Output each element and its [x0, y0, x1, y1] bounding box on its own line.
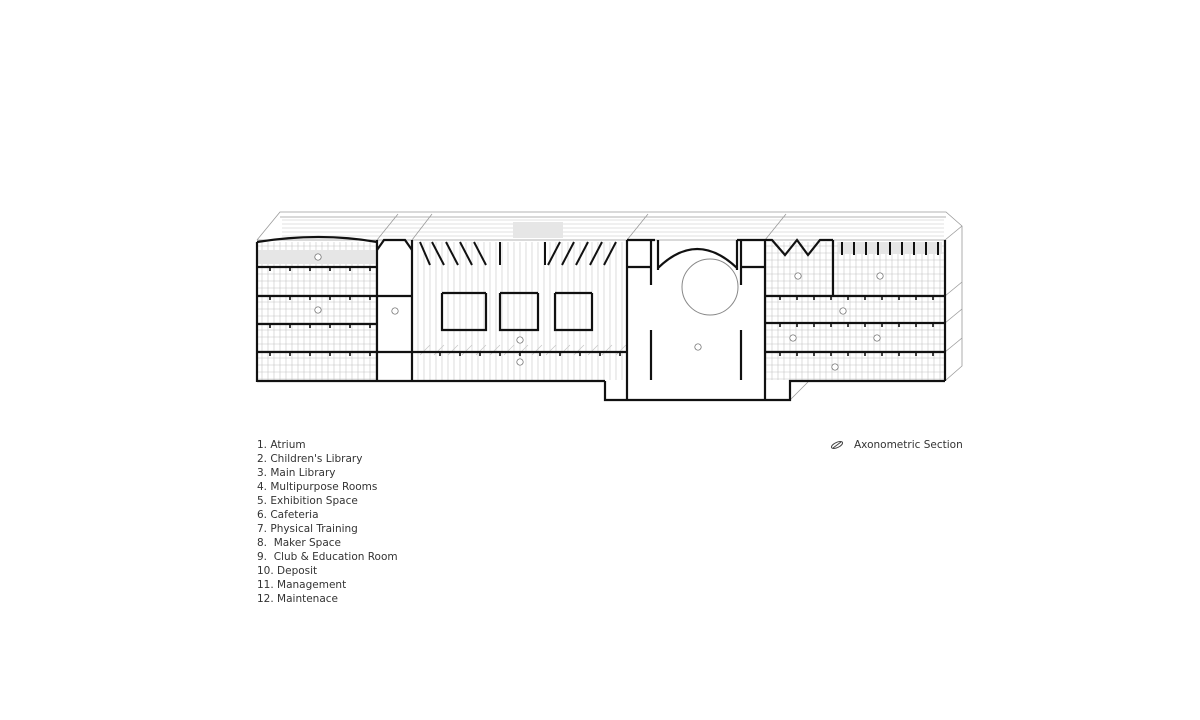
section-cut-lines: [255, 235, 947, 402]
roof-fin: [589, 241, 603, 266]
legend-item: 4. Multipurpose Rooms: [257, 481, 378, 493]
floor-posts: [269, 267, 934, 356]
roof-fin: [473, 241, 487, 266]
detail-line: [587, 344, 599, 356]
detail-line: [461, 344, 473, 356]
roof-fin: [431, 241, 445, 266]
legend-item: 9. Club & Education Room: [257, 551, 398, 563]
legend-item: 5. Exhibition Space: [257, 495, 358, 507]
legend-item: 11. Management: [257, 579, 347, 591]
legend-item: 1. Atrium: [257, 439, 306, 451]
detail-line: [433, 344, 445, 356]
legend-item: 12. Maintenace: [257, 593, 339, 605]
interior-detail-lines: [258, 219, 944, 380]
detail-line: [545, 344, 557, 356]
room-marker: [831, 363, 839, 371]
roof-fin: [445, 241, 459, 266]
detail-line: [503, 344, 515, 356]
legend-item: 3. Main Library: [257, 467, 336, 479]
detail-line: [447, 344, 459, 356]
caption-label: Axonometric Section: [854, 439, 963, 451]
roof-fins: [419, 241, 939, 266]
roof-fin: [459, 241, 473, 266]
detail-line: [531, 344, 543, 356]
atrium-oculus: [681, 258, 739, 316]
room-marker: [789, 334, 797, 342]
legend-item: 7. Physical Training: [257, 523, 358, 535]
legend-item: 6. Cafeteria: [257, 509, 319, 521]
detail-line: [475, 344, 487, 356]
roof-fin: [603, 241, 617, 266]
detail-line: [419, 344, 431, 356]
room-legend: 1. Atrium 2. Children's Library 3. Main …: [257, 438, 398, 606]
room-marker: [839, 307, 847, 315]
room-marker: [314, 253, 322, 261]
room-marker: [391, 307, 399, 315]
roof-fin: [419, 241, 431, 266]
room-marker: [876, 272, 884, 280]
room-number-markers: [314, 253, 884, 371]
drawing-caption: Axonometric Section: [830, 439, 963, 451]
roof-fin: [575, 241, 589, 266]
room-marker: [873, 334, 881, 342]
detail-line: [489, 344, 501, 356]
legend-item: 8. Maker Space: [257, 537, 342, 549]
detail-line: [573, 344, 585, 356]
detail-line: [615, 344, 627, 356]
room-marker: [516, 358, 524, 366]
room-marker: [314, 306, 322, 314]
legend-item: 10. Deposit: [257, 565, 318, 577]
roof-fin: [561, 241, 575, 266]
room-marker: [516, 336, 524, 344]
room-marker: [694, 343, 702, 351]
legend-item: 2. Children's Library: [257, 453, 363, 465]
detail-line: [601, 344, 613, 356]
axonometric-view-icon: [830, 441, 844, 449]
detail-line: [559, 344, 571, 356]
roof-fin: [547, 241, 561, 266]
room-marker: [794, 272, 802, 280]
